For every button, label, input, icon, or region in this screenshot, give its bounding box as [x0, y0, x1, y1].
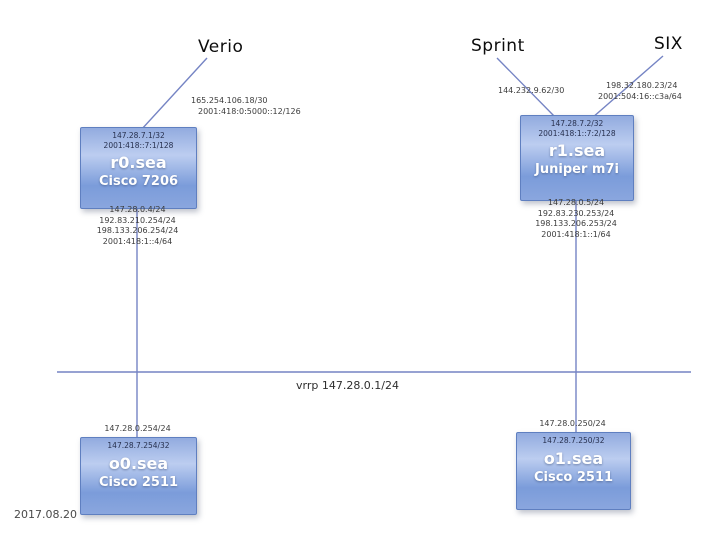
r1-loopback-v6: 2001:418:1::7:2/128 [538, 128, 616, 138]
o1-loopback-v4: 147.28.7.250/32 [542, 436, 605, 445]
sprint-uplink-line [496, 57, 557, 119]
r1-loopback-v4: 147.28.7.2/32 [550, 119, 604, 128]
six-uplink-line [591, 55, 664, 119]
node-o1: 147.28.7.250/32 o1.sea Cisco 2511 [516, 432, 631, 510]
node-o0: 147.28.7.254/32 o0.sea Cisco 2511 [80, 437, 197, 515]
six-addr-v6: 2001:504:16::c3a/64 [598, 92, 682, 101]
r1-name: r1.sea [548, 141, 606, 160]
r1-lan-addrs: 147.28.0.5/24 192.83.230.253/24 198.133.… [520, 198, 632, 240]
r1-lan-addr-1: 147.28.0.5/24 [547, 198, 605, 207]
o0-model: Cisco 2511 [98, 474, 179, 490]
date-stamp: 2017.08.20 [14, 508, 77, 521]
r0-lan-addr-4: 2001:418:1::4/64 [102, 236, 173, 246]
r0-loopback-v4: 147.28.7.1/32 [112, 131, 165, 140]
verio-label: Verio [198, 37, 244, 57]
r1-lan-addr-3: 198.133.206.253/24 [535, 219, 617, 228]
o0-lan-addr: 147.28.0.254/24 [104, 424, 171, 433]
r1-lan-addr-2: 192.83.230.253/24 [537, 208, 615, 218]
verio-uplink-line [140, 57, 208, 131]
node-r0: 147.28.7.1/32 2001:418::7:1/128 r0.sea C… [80, 127, 197, 209]
o0-loopback-v4: 147.28.7.254/32 [107, 441, 170, 450]
o1-name: o1.sea [543, 448, 604, 468]
r0-loopback-v6: 2001:418::7:1/128 [103, 140, 174, 150]
r0-lan-addr-2: 192.83.210.254/24 [99, 215, 176, 225]
sprint-addr-v4: 144.232.9.62/30 [498, 86, 565, 95]
six-addr-v4: 198.32.180.23/24 [606, 81, 678, 90]
r0-lan-addrs: 147.28.0.4/24 192.83.210.254/24 198.133.… [80, 205, 195, 247]
six-label: SIX [654, 34, 683, 54]
r1-model: Juniper m7i [535, 162, 619, 177]
r0-name: r0.sea [110, 153, 167, 172]
r0-lan-addr-1: 147.28.0.4/24 [109, 205, 166, 214]
sprint-label: Sprint [471, 36, 525, 56]
o1-model: Cisco 2511 [533, 469, 614, 485]
o1-lan-addr: 147.28.0.250/24 [539, 419, 606, 428]
r0-model: Cisco 7206 [98, 174, 179, 189]
r0-lan-addr-3: 198.133.206.254/24 [96, 226, 179, 235]
o0-name: o0.sea [108, 453, 169, 473]
verio-addr-v4: 165.254.106.18/30 [191, 96, 268, 105]
verio-addr-v6: 2001:418:0:5000::12/126 [198, 107, 301, 116]
node-r1: 147.28.7.2/32 2001:418:1::7:2/128 r1.sea… [520, 115, 634, 201]
vrrp-bus-label: vrrp 147.28.0.1/24 [295, 379, 400, 392]
r1-lan-addr-4: 2001:418:1::1/64 [541, 229, 611, 239]
